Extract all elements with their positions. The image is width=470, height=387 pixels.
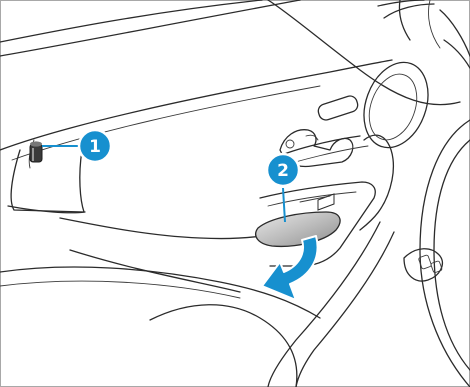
callout-2: 2 (267, 154, 299, 222)
callout-2-number: 2 (277, 161, 289, 181)
callout-1: 1 (42, 130, 111, 162)
window-switch-panel (353, 53, 439, 156)
mirror-housing (378, 0, 440, 48)
door-panel (0, 0, 460, 387)
steering-wheel (404, 10, 470, 387)
callout-1-number: 1 (89, 137, 101, 157)
door-lock-pin (11, 140, 84, 212)
